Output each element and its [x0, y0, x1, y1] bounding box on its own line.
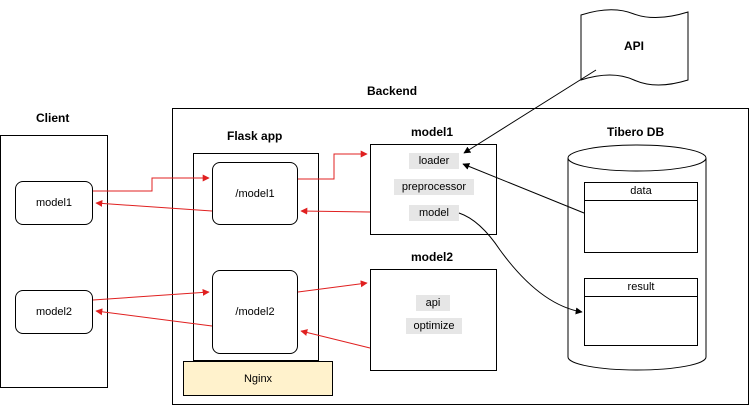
model1-title: model1	[411, 125, 454, 139]
chip-api: api	[416, 295, 450, 311]
chip-optimize: optimize	[406, 318, 462, 334]
client-model2-label: model2	[35, 306, 73, 318]
client-model1[interactable]: model1	[15, 181, 93, 225]
client-model2[interactable]: model2	[15, 290, 93, 334]
flask-title: Flask app	[227, 129, 283, 143]
db-table-data: data	[584, 182, 698, 253]
client-model1-label: model1	[35, 197, 73, 209]
chip-model: model	[409, 205, 459, 221]
route-model1-label: /model1	[235, 187, 275, 200]
db-table-data-label: data	[585, 183, 697, 201]
db-table-result-label: result	[585, 279, 697, 297]
route-model1[interactable]: /model1	[212, 162, 298, 225]
route-model2[interactable]: /model2	[212, 270, 298, 354]
client-title: Client	[36, 111, 70, 125]
client-container	[0, 135, 108, 388]
chip-preprocessor: preprocessor	[394, 179, 474, 195]
db-table-result: result	[584, 278, 698, 346]
model2-title: model2	[411, 250, 454, 264]
db-title: Tibero DB	[607, 125, 665, 139]
chip-loader: loader	[409, 153, 459, 169]
nginx-box: Nginx	[183, 361, 333, 396]
route-model2-label: /model2	[235, 306, 275, 318]
nginx-label: Nginx	[243, 372, 273, 385]
api-label: API	[624, 39, 645, 53]
backend-title: Backend	[367, 84, 418, 98]
